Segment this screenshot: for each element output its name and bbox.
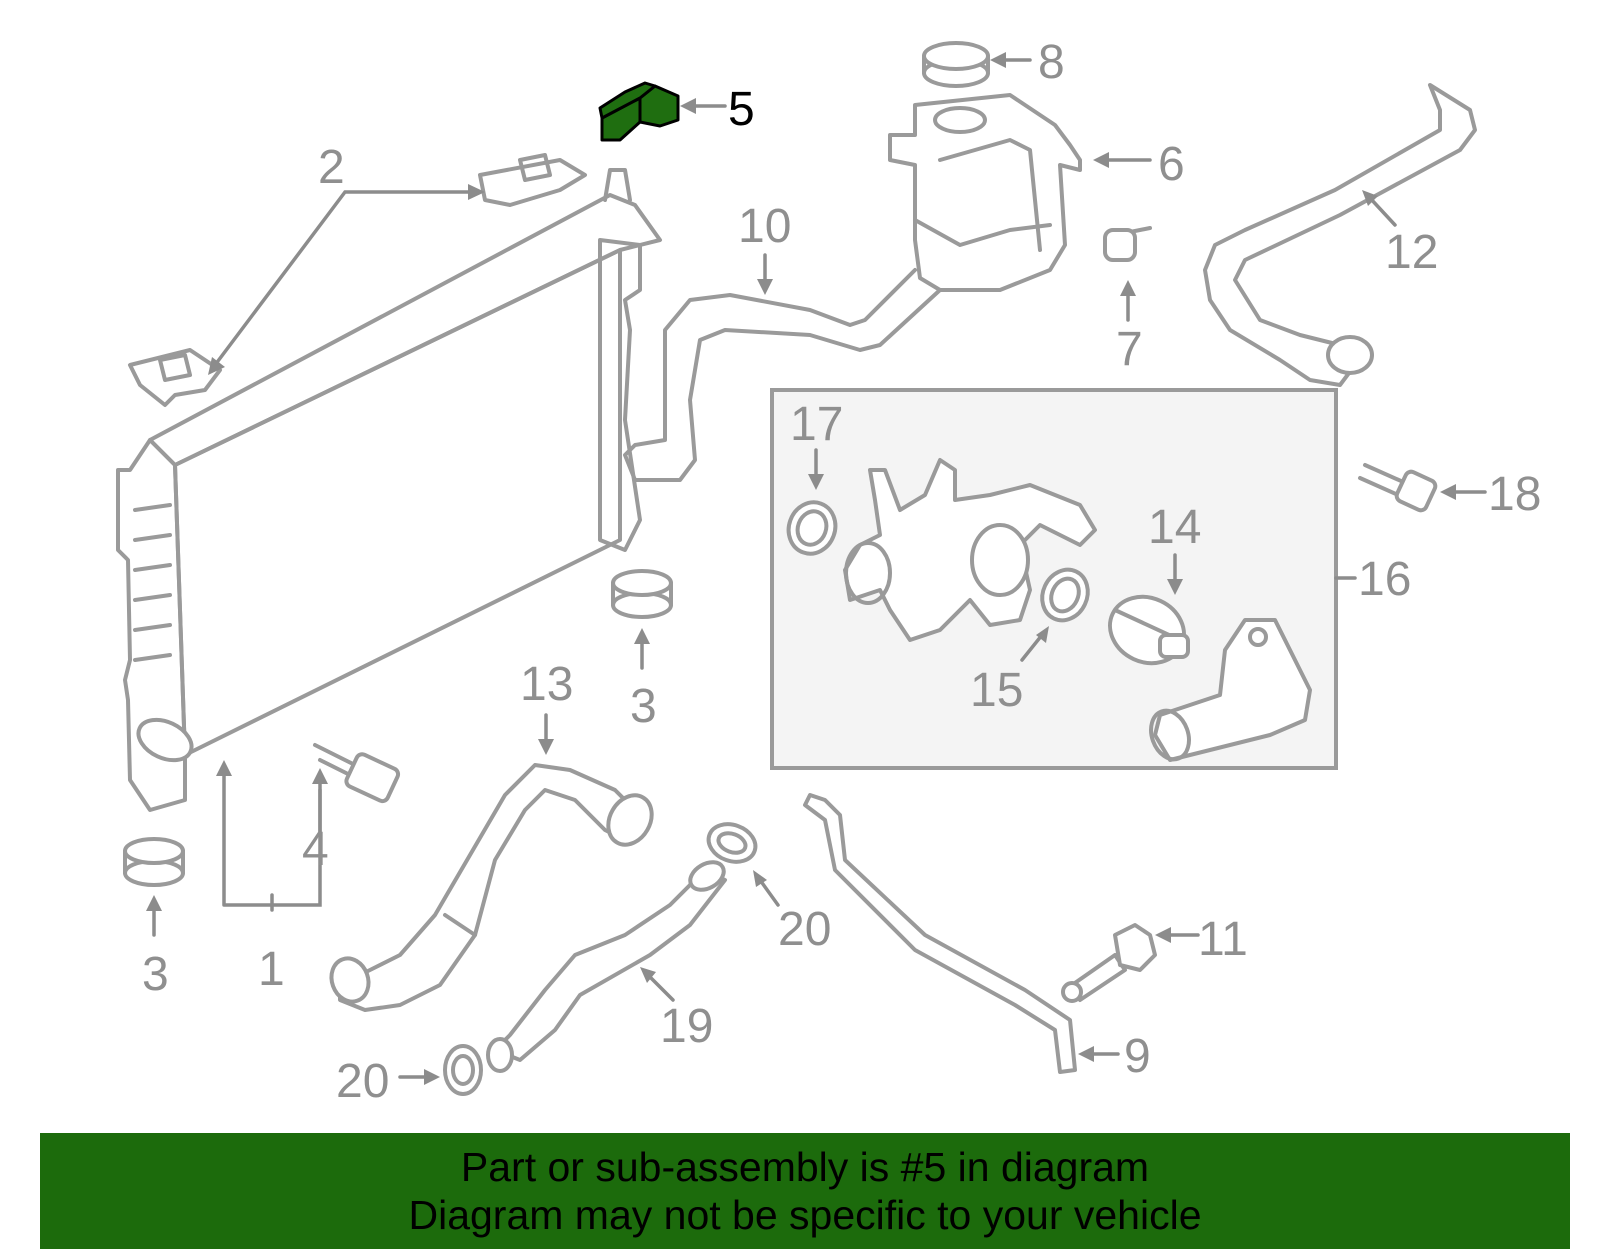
callout-4: 4 — [302, 823, 329, 876]
callout-8: 8 — [1038, 36, 1065, 89]
bypass-hose — [486, 860, 727, 1073]
radiator — [116, 168, 662, 812]
callout-13: 13 — [520, 658, 573, 711]
seal-20-lower — [443, 1044, 483, 1096]
callout-20-lower: 20 — [336, 1055, 389, 1108]
callout-15: 15 — [970, 664, 1023, 717]
callout-6: 6 — [1158, 138, 1185, 191]
callout-9: 9 — [1124, 1030, 1151, 1083]
lower-hose — [329, 763, 654, 1012]
bolt-part-18 — [1358, 463, 1438, 513]
callout-5: 5 — [728, 83, 755, 136]
callout-11: 11 — [1198, 913, 1248, 966]
mount-bracket-lower — [128, 348, 222, 407]
callout-17: 17 — [790, 398, 843, 451]
callout-19: 19 — [660, 1000, 713, 1053]
upper-hose — [1203, 83, 1477, 387]
leader-lines — [146, 52, 1487, 1085]
callout-7: 7 — [1116, 323, 1143, 376]
callout-labels: 1 2 3 3 4 5 6 7 8 9 10 11 12 13 14 15 16… — [142, 36, 1541, 1108]
footer-banner: Part or sub-assembly is #5 in diagram Di… — [40, 1133, 1570, 1249]
insulator-low — [123, 837, 185, 887]
parts-diagram: 1 2 3 3 4 5 6 7 8 9 10 11 12 13 14 15 16… — [116, 36, 1541, 1108]
footer-line-2: Diagram may not be specific to your vehi… — [408, 1192, 1202, 1238]
insulator-mid — [611, 569, 673, 619]
thermostat-housing-inset — [770, 388, 1338, 770]
bolt-part-7 — [1103, 226, 1152, 262]
callout-12: 12 — [1385, 226, 1438, 279]
callout-14: 14 — [1148, 501, 1201, 554]
callout-16: 16 — [1358, 553, 1411, 606]
callout-18: 18 — [1488, 468, 1541, 521]
sensor-part-11 — [1061, 923, 1157, 1003]
callout-3-low: 3 — [142, 948, 169, 1001]
callout-20-upper: 20 — [778, 903, 831, 956]
callout-1: 1 — [258, 943, 285, 996]
highlighted-part-5 — [598, 81, 680, 142]
callout-3-mid: 3 — [630, 680, 657, 733]
callout-2: 2 — [318, 141, 345, 194]
coolant-reservoir — [888, 93, 1082, 292]
callout-10: 10 — [738, 200, 791, 253]
coolant-pipe — [803, 793, 1077, 1074]
mount-bracket-upper — [478, 153, 587, 207]
reservoir-cap — [922, 41, 990, 88]
footer-line-1: Part or sub-assembly is #5 in diagram — [460, 1144, 1150, 1190]
seal-20-upper — [706, 822, 758, 864]
bolt-part-4 — [313, 743, 401, 804]
reservoir-hose — [623, 268, 942, 482]
